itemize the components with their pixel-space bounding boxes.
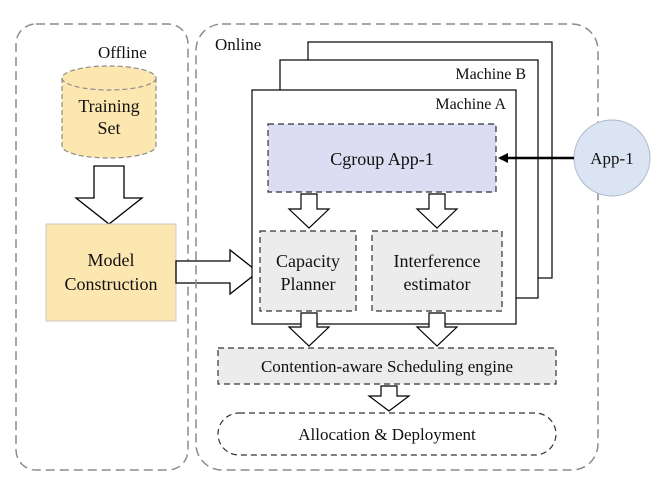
training-set-label-line1: Training <box>78 96 139 116</box>
machine-b-label: Machine B <box>455 66 526 83</box>
model-construction-label-line1: Model <box>88 250 135 270</box>
interference-estimator-label-line2: estimator <box>404 274 471 294</box>
interference-estimator-label-line1: Interference <box>394 251 481 271</box>
hollow-down-arrow-icon <box>367 385 411 412</box>
hollow-down-arrow-icon <box>287 193 331 229</box>
model-construction-box <box>45 223 177 322</box>
offline-panel <box>15 23 189 471</box>
allocation-deployment-label: Allocation & Deployment <box>298 425 476 444</box>
hollow-down-arrow-icon <box>415 193 459 229</box>
cgroup-app-box <box>267 123 497 193</box>
training-set-label-line2: Set <box>97 118 120 138</box>
offline-title: Offline <box>98 43 147 62</box>
app-1-label: App-1 <box>590 149 633 168</box>
interference-estimator-box <box>371 230 503 312</box>
allocation-deployment-box <box>217 412 557 456</box>
online-title: Online <box>215 35 261 54</box>
capacity-planner-box <box>259 230 357 312</box>
hollow-down-arrow-icon <box>287 312 331 347</box>
online-panel <box>195 23 599 471</box>
capacity-planner-label-line1: Capacity <box>276 251 340 271</box>
scheduling-engine-label: Contention-aware Scheduling engine <box>261 357 513 376</box>
model-construction-label-line2: Construction <box>65 274 158 294</box>
scheduling-engine-box <box>217 347 557 385</box>
hollow-down-arrow-icon <box>74 165 144 225</box>
cgroup-app-label: Cgroup App-1 <box>330 149 434 169</box>
machine-a-label: Machine A <box>435 96 506 113</box>
training-set-cylinder: Training Set <box>61 65 157 159</box>
capacity-planner-label-line2: Planner <box>281 274 336 294</box>
hollow-down-arrow-icon <box>415 312 459 347</box>
